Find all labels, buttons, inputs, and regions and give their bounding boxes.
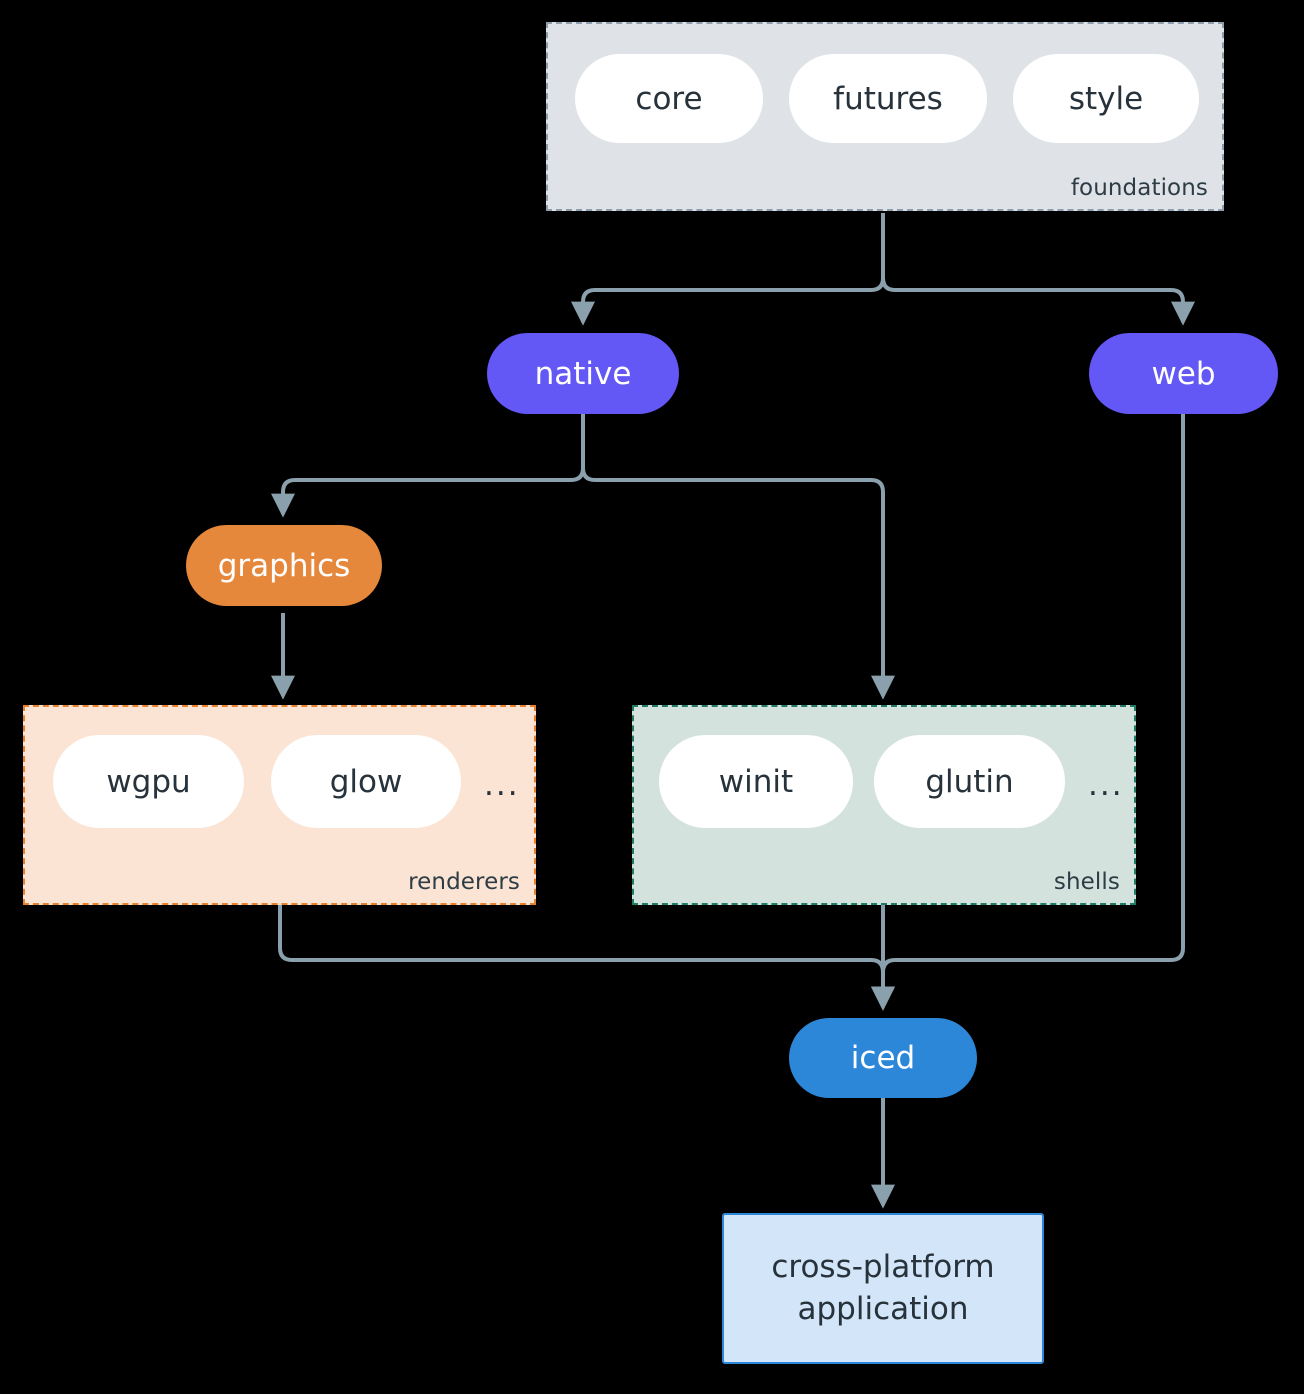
node-glow-label: glow xyxy=(329,763,403,800)
node-core[interactable]: core xyxy=(575,54,763,143)
edge-native-graphics xyxy=(271,414,585,518)
node-core-label: core xyxy=(635,80,703,117)
node-futures[interactable]: futures xyxy=(789,54,987,143)
edge-foundations-native xyxy=(571,213,885,326)
cluster-shells-label: shells xyxy=(1053,869,1120,895)
node-graphics[interactable]: graphics xyxy=(186,525,382,606)
cluster-renderers-label: renderers xyxy=(408,869,520,895)
cluster-renderers: wgpu glow ... renderers xyxy=(23,705,536,905)
node-iced-label: iced xyxy=(850,1040,916,1076)
edge-foundations-web xyxy=(881,213,1195,326)
node-glutin-label: glutin xyxy=(925,763,1014,800)
cluster-shells: winit glutin ... shells xyxy=(632,705,1136,905)
edge-renderers-iced xyxy=(278,905,895,1011)
node-winit-label: winit xyxy=(718,763,794,800)
node-wgpu-label: wgpu xyxy=(106,763,191,800)
node-web[interactable]: web xyxy=(1089,333,1278,414)
node-native[interactable]: native xyxy=(487,333,679,414)
node-winit[interactable]: winit xyxy=(659,735,853,828)
node-graphics-label: graphics xyxy=(217,547,351,584)
renderers-more-ellipsis: ... xyxy=(484,767,520,803)
node-native-label: native xyxy=(534,355,632,392)
node-style-label: style xyxy=(1068,80,1144,117)
node-cross-platform-application[interactable]: cross-platform application xyxy=(722,1213,1044,1364)
cluster-foundations-label: foundations xyxy=(1070,175,1208,201)
node-glutin[interactable]: glutin xyxy=(874,735,1065,828)
node-iced[interactable]: iced xyxy=(789,1018,977,1098)
node-app-line1: cross-platform xyxy=(771,1248,995,1285)
node-glow[interactable]: glow xyxy=(271,735,461,828)
node-wgpu[interactable]: wgpu xyxy=(53,735,244,828)
edge-native-shells xyxy=(581,414,895,700)
cluster-foundations: core futures style foundations xyxy=(546,22,1224,211)
node-futures-label: futures xyxy=(833,80,943,117)
node-app-line2: application xyxy=(797,1290,969,1327)
shells-more-ellipsis: ... xyxy=(1088,767,1124,803)
node-web-label: web xyxy=(1151,355,1216,392)
node-style[interactable]: style xyxy=(1013,54,1199,143)
